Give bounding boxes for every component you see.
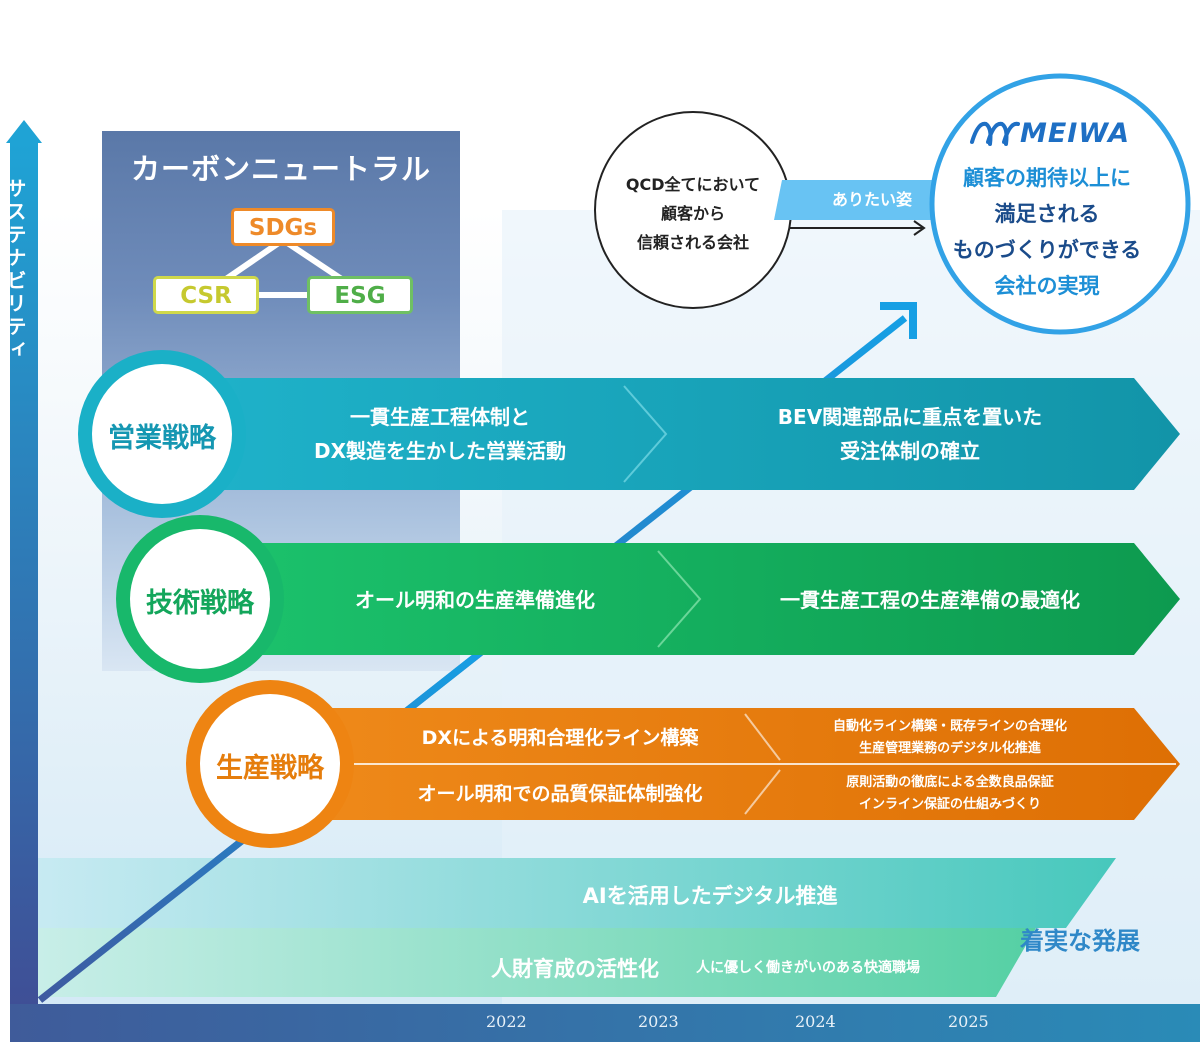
sales-band — [160, 378, 1180, 490]
goal-circle — [929, 73, 1191, 335]
sales-step1-line2: DX製造を生かした営業活動 — [313, 439, 567, 463]
goal-line2: 満足される — [994, 202, 1100, 226]
year-2024: 2024 — [795, 1012, 836, 1031]
tech-band — [200, 543, 1180, 655]
x-axis-bar — [10, 1004, 1200, 1042]
sales-step1-line1: 一貫生産工程体制と — [350, 405, 530, 429]
tech-strategy-label: 技術戦略 — [146, 588, 254, 619]
goal-line1: 顧客の期待以上に — [963, 166, 1131, 190]
production-row1: DXによる明和合理化ライン構築 — [421, 727, 699, 749]
production-row1-detail-line2: 生産管理業務のデジタル化推進 — [859, 741, 1041, 756]
production-strategy-label: 生産戦略 — [216, 753, 324, 784]
year-2025: 2025 — [948, 1012, 989, 1031]
production-row2: オール明和での品質保証体制強化 — [417, 783, 703, 805]
ideal-label: ありたい姿 — [831, 190, 912, 209]
ai-band — [38, 858, 1116, 928]
y-axis-bar — [10, 143, 38, 1005]
production-row2-detail-line1: 原則活動の徹底による全数良品保証 — [846, 775, 1054, 790]
tech-step2: 一貫生産工程の生産準備の最適化 — [780, 588, 1080, 612]
ai-digital-label: AIを活用したデジタル推進 — [582, 884, 838, 908]
tech-step1: オール明和の生産準備進化 — [355, 588, 595, 612]
ideal-ribbon — [774, 180, 944, 220]
production-row2-detail: 原則活動の徹底による全数良品保証 インライン保証の仕組みづくり — [780, 772, 1120, 816]
goal-line4: 会社の実現 — [994, 274, 1100, 298]
production-row1-detail-line1: 自動化ライン構築・既存ラインの合理化 — [832, 719, 1067, 734]
esg-badge: ESG — [307, 276, 413, 314]
sales-step1: 一貫生産工程体制と DX製造を生かした営業活動 — [270, 400, 610, 468]
hr-band — [38, 928, 1036, 997]
y-axis-arrow — [6, 120, 42, 143]
qcd-line3: 信頼される会社 — [636, 233, 749, 252]
growth-arrow-head — [880, 302, 917, 339]
hr-label: 人財育成の活性化 — [491, 957, 659, 981]
production-row1-detail: 自動化ライン構築・既存ラインの合理化 生産管理業務のデジタル化推進 — [780, 716, 1120, 760]
qcd-line2: 顧客から — [660, 204, 725, 223]
goal-line3: ものづくりができる — [952, 238, 1142, 262]
sdgs-badge: SDGs — [231, 208, 335, 246]
sales-step2-line2: 受注体制の確立 — [840, 439, 980, 463]
year-2023: 2023 — [638, 1012, 679, 1031]
meiwa-logo-icon — [970, 121, 1020, 146]
goal-text: 顧客の期待以上に 満足される ものづくりができる 会社の実現 — [922, 160, 1172, 304]
year-2022: 2022 — [486, 1012, 527, 1031]
hr-sub-label: 人に優しく働きがいのある快適職場 — [696, 960, 920, 976]
sales-step2-line1: BEV関連部品に重点を置いた — [777, 405, 1043, 429]
y-axis-label: サステナビリティ — [3, 178, 27, 362]
csr-badge: CSR — [153, 276, 259, 314]
sales-step2: BEV関連部品に重点を置いた 受注体制の確立 — [720, 400, 1100, 468]
qcd-text: QCD全てにおいて 顧客から 信頼される会社 — [598, 170, 788, 257]
carbon-neutral-title: カーボンニュートラル — [130, 152, 431, 186]
meiwa-logo-text: MEIWA — [1020, 118, 1131, 149]
steady-growth-label: 着実な発展 — [1020, 927, 1140, 955]
qcd-line1: QCD全てにおいて — [625, 175, 761, 194]
production-row2-detail-line2: インライン保証の仕組みづくり — [858, 797, 1041, 812]
sales-strategy-label: 営業戦略 — [108, 423, 216, 454]
